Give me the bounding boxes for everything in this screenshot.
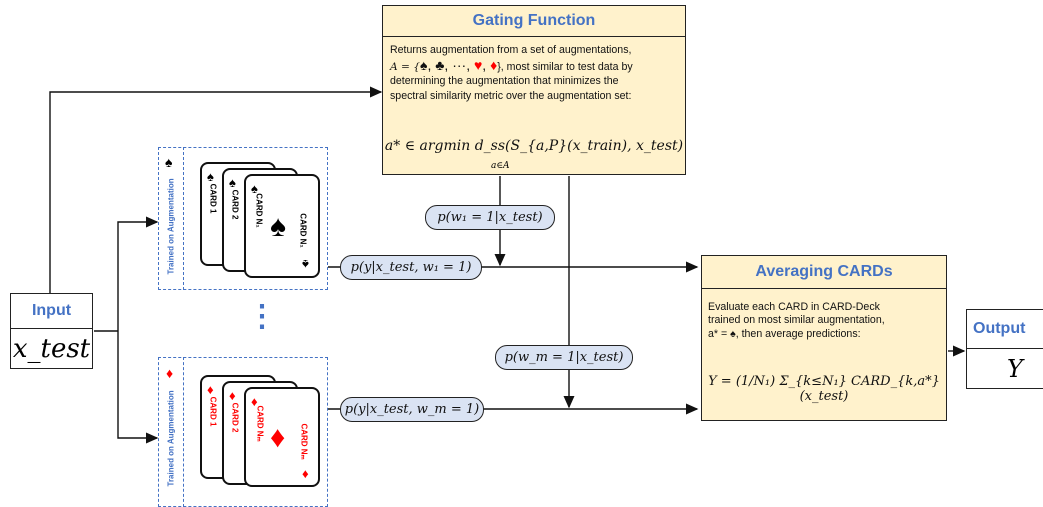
deck-diamond-side (158, 357, 184, 507)
spade-icon: ♠ (229, 175, 236, 190)
deck-diamond-side-label: Trained on Augmentation (166, 390, 176, 487)
gating-equation-subscript: a∈A (491, 161, 510, 171)
deck-spade-side-label: Trained on Augmentation (166, 178, 176, 275)
gating-set-open: A = { (390, 60, 421, 73)
output-value: Y (1007, 355, 1023, 383)
output-label: Output (967, 310, 1043, 349)
spade-icon: ♠ (420, 56, 428, 73)
deck-diamond-suit-icon: ♦ (166, 365, 174, 381)
diamond-center-icon: ♦ (270, 421, 286, 454)
card-label: CARD 1 (208, 396, 218, 427)
gating-text-4: spectral similarity metric over the augm… (390, 89, 632, 102)
diamond-icon: ♦ (229, 388, 236, 403)
averaging-title: Averaging CARDs (702, 256, 946, 289)
heart-icon: ♥ (473, 56, 483, 73)
card-label: CARD 1 (208, 183, 218, 214)
card-label: CARD N₁ (254, 193, 264, 228)
pill-p-y-w1: p(y|x_test, w₁ = 1) (340, 255, 482, 280)
pill-p-y-wm: p(y|x_test, w_m = 1) (340, 397, 484, 422)
diamond-icon: ♦ (207, 382, 214, 397)
input-value: x_test (12, 334, 91, 364)
spade-icon: ♠ (207, 169, 214, 184)
averaging-equation: Y = (1/N₁) Σ_{k≤N₁} CARD_{k,a*}(x_test) (708, 374, 940, 404)
spade-center-icon: ♠ (270, 210, 286, 243)
deck-spade (158, 147, 328, 290)
gating-text-3: determining the augmentation that minimi… (390, 75, 619, 88)
gating-equation: a* ∈ argmin d_ss(S_{a,P}(x_train), x_tes… (384, 138, 684, 154)
averaging-text-1: Evaluate each CARD in CARD-Deck (708, 301, 880, 313)
card-label-corner: CARD N₁ (298, 213, 308, 248)
output-box: Output Y (966, 309, 1043, 389)
gating-title: Gating Function (383, 6, 685, 37)
input-label: Input (11, 294, 92, 329)
arrow-input-to-gating (49, 86, 383, 293)
spade-icon: ♠ (302, 257, 309, 272)
gating-text-1: Returns augmentation from a set of augme… (390, 44, 632, 56)
gating-description: Returns augmentation from a set of augme… (383, 37, 685, 103)
averaging-text-3: a* = ♠, then average predictions: (708, 327, 861, 340)
card-label: CARD 2 (230, 189, 240, 220)
diamond-icon: ♦ (302, 466, 309, 481)
card-label: CARD Nₘ (255, 405, 265, 442)
averaging-text-2: trained on most similar augmentation, (708, 314, 885, 327)
diamond-icon: ♦ (490, 56, 498, 73)
averaging-description: Evaluate each CARD in CARD-Deck trained … (702, 289, 946, 341)
deck-diamond-card-n: ♦ CARD Nₘ ♦ CARD Nₘ ♦ (244, 387, 320, 487)
deck-spade-suit-icon: ♠ (165, 154, 173, 170)
pill-p-w1: p(w₁ = 1|x_test) (425, 205, 555, 230)
deck-spade-card-n: ♠ CARD N₁ ♠ CARD N₁ ♠ (244, 174, 320, 278)
averaging-cards-box: Averaging CARDs Evaluate each CARD in CA… (701, 255, 947, 421)
spade-icon: ♠ (251, 181, 258, 196)
more-decks-ellipsis: ⋮ (247, 300, 277, 333)
card-label: CARD 2 (230, 402, 240, 433)
diamond-icon: ♦ (251, 394, 258, 409)
pill-p-wm: p(w_m = 1|x_test) (495, 345, 633, 370)
card-label-corner: CARD Nₘ (299, 423, 309, 460)
suit-set-icons: ♠, ♣, ···, ♥, ♦ (420, 56, 498, 73)
input-box: Input x_test (10, 293, 93, 369)
gating-text-2: A = {♠, ♣, ···, ♥, ♦}, most similar to t… (390, 56, 678, 75)
club-icon: ♣ (435, 56, 445, 73)
arrow-to-deck-1 (117, 216, 159, 331)
gating-function-box: Gating Function Returns augmentation fro… (382, 5, 686, 175)
arrow-to-deck-m (117, 331, 159, 444)
deck-spade-side (158, 147, 184, 290)
gating-set-close: }, most similar to test data by (497, 60, 633, 73)
